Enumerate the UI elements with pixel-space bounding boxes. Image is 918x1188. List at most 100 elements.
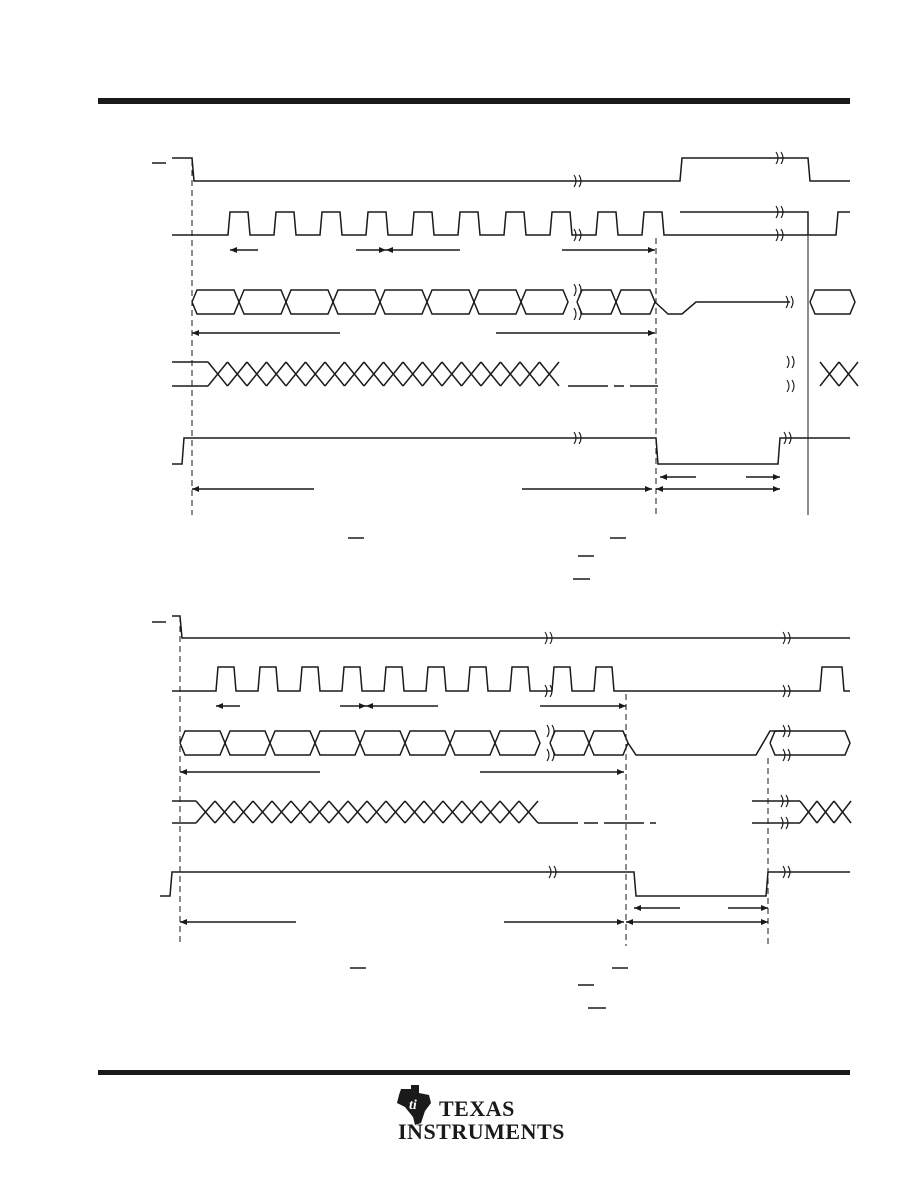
break-mark [544, 631, 553, 645]
break-mark [546, 724, 555, 738]
transition-x [519, 361, 541, 387]
svg-text:ti: ti [409, 1098, 417, 1113]
arrow-head [180, 769, 187, 775]
arrow-head [617, 919, 624, 925]
transition-x [265, 361, 287, 387]
data-cell [224, 730, 271, 756]
logo-line-instruments: INSTRUMENTS [398, 1119, 565, 1143]
break-mark [573, 228, 582, 242]
timing-diagram-upper [152, 151, 859, 580]
break-mark [782, 684, 791, 698]
clock-waveform [628, 666, 850, 692]
transition-x [402, 361, 424, 387]
transition-x [271, 800, 292, 824]
data-cell [549, 730, 590, 756]
arrow-head [761, 905, 768, 911]
transition-x [324, 361, 346, 387]
break-mark [782, 865, 791, 879]
transition-x [366, 800, 387, 824]
transition-x [382, 361, 404, 387]
break-mark [782, 748, 791, 762]
data-cell [615, 289, 656, 315]
break-mark [782, 724, 791, 738]
break-mark [548, 865, 557, 879]
transition-x [442, 800, 463, 824]
break-mark [544, 684, 553, 698]
data-cell [359, 730, 406, 756]
arrow-head [216, 703, 223, 709]
data-cell [191, 289, 240, 315]
data-cell [404, 730, 451, 756]
data-cell [285, 289, 334, 315]
enable-waveform [172, 437, 850, 465]
arrow-head [656, 486, 663, 492]
transition-x [460, 361, 482, 387]
transition-x [441, 361, 463, 387]
break-mark [783, 431, 792, 445]
arrow-head [180, 919, 187, 925]
break-mark [573, 174, 582, 188]
logo-line-texas: TEXAS [439, 1096, 515, 1121]
arrow-head [645, 486, 652, 492]
transition-x [347, 800, 368, 824]
data-cell [379, 289, 428, 315]
transition-x [207, 361, 229, 387]
arrow-head [617, 769, 624, 775]
transition-x [285, 361, 307, 387]
break-mark [780, 794, 789, 808]
break-mark [573, 283, 582, 297]
data-cell [809, 289, 856, 315]
break-mark [786, 379, 795, 393]
transition-x [214, 800, 235, 824]
arrow-head [660, 474, 667, 480]
break-mark [785, 295, 794, 309]
data-cell [576, 289, 617, 315]
data-cell [332, 289, 381, 315]
transition-x [246, 361, 268, 387]
transition-x [290, 800, 311, 824]
transition-x [309, 800, 330, 824]
data-cell [179, 730, 226, 756]
arrow-head [359, 703, 366, 709]
data-cell [238, 289, 287, 315]
break-mark [786, 355, 795, 369]
transition-x [518, 800, 539, 824]
transition-x [816, 800, 835, 824]
select-waveform [172, 615, 850, 639]
texas-instruments-logo: ti TEXAS INSTRUMENTS [397, 1085, 565, 1143]
data-cell [473, 289, 522, 315]
transition-x [343, 361, 365, 387]
arrow-head [619, 703, 626, 709]
arrow-head [648, 247, 655, 253]
arrow-head [386, 247, 393, 253]
break-mark [775, 228, 784, 242]
data-release [654, 301, 790, 315]
data-release [627, 730, 784, 756]
timing-diagram-lower [152, 615, 852, 1009]
transition-x [538, 361, 560, 387]
transition-x [819, 361, 840, 387]
break-mark [546, 748, 555, 762]
transition-x [833, 800, 852, 824]
data-cell [494, 730, 541, 756]
clock-waveform [172, 211, 680, 236]
transition-x [363, 361, 385, 387]
arrow-head [192, 330, 199, 336]
transition-x [499, 361, 521, 387]
break-mark [573, 307, 582, 321]
transition-x [480, 361, 502, 387]
transition-x [304, 361, 326, 387]
data-cell [520, 289, 569, 315]
select-waveform [172, 157, 850, 182]
arrow-head [773, 474, 780, 480]
data-cell [449, 730, 496, 756]
break-mark [775, 205, 784, 219]
data-cell [588, 730, 629, 756]
data-cell [314, 730, 361, 756]
arrow-head [634, 905, 641, 911]
transition-x [385, 800, 406, 824]
transition-x [799, 800, 818, 824]
break-mark [782, 631, 791, 645]
arrow-head [379, 247, 386, 253]
